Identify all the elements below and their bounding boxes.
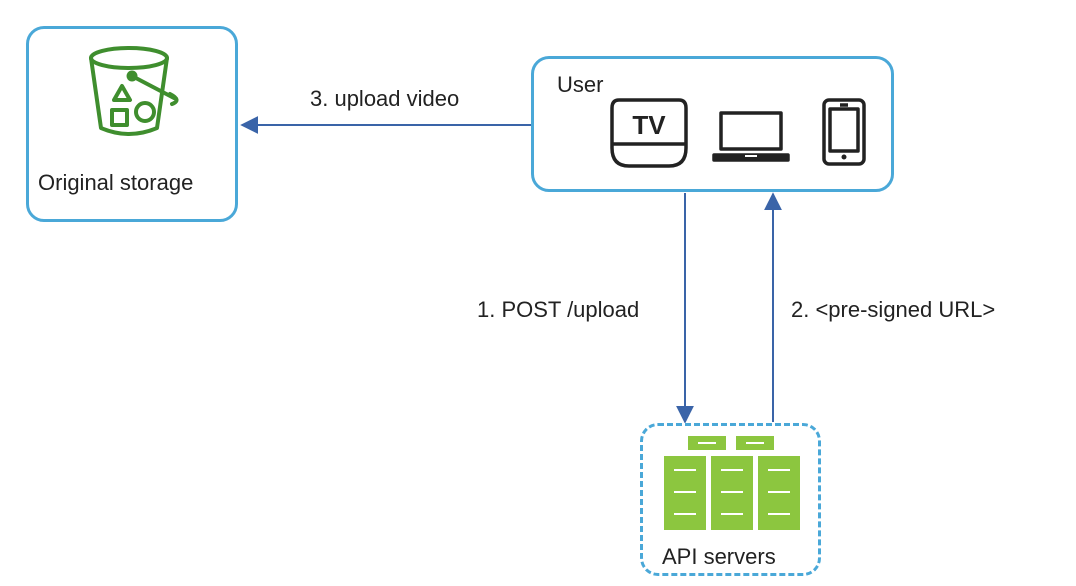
tv-icon: TV: [610, 98, 688, 168]
user-node: [531, 56, 894, 192]
original-storage-node: [26, 26, 238, 222]
storage-label: Original storage: [38, 170, 194, 195]
presigned-url-label: 2. <pre-signed URL>: [791, 297, 996, 322]
bucket-icon: [89, 46, 179, 136]
post-upload-label: 1. POST /upload: [477, 297, 640, 322]
laptop-icon: [712, 111, 790, 162]
phone-icon: [822, 98, 866, 166]
user-label: User: [557, 72, 604, 97]
api-servers-label: API servers: [662, 544, 776, 569]
server-rack-icon: [664, 436, 800, 530]
upload-video-label: 3. upload video: [310, 86, 460, 111]
tv-icon-text: TV: [632, 110, 666, 140]
